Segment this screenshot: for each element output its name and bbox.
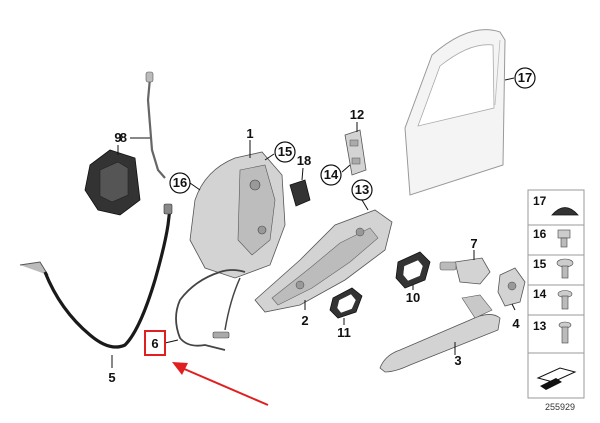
hinge-12[interactable] xyxy=(344,129,367,176)
document-id: 255929 xyxy=(545,402,575,412)
grommet-icon xyxy=(551,207,579,216)
callout-18: 18 xyxy=(297,153,311,168)
door-outline[interactable] xyxy=(404,29,506,196)
lock-rod[interactable] xyxy=(145,71,166,179)
callout-9: 9 xyxy=(114,130,121,145)
gasket-10[interactable] xyxy=(395,251,431,289)
callout-2: 2 xyxy=(301,313,308,328)
bolt-icon xyxy=(557,290,573,310)
legend-item-15: 15 xyxy=(533,257,547,271)
callout-16: 16 xyxy=(173,175,187,190)
clip-18[interactable] xyxy=(289,179,311,207)
lock-cylinder[interactable] xyxy=(439,257,491,285)
bowden-cable-6[interactable] xyxy=(175,269,246,351)
legend-item-17: 17 xyxy=(533,194,547,208)
callout-12: 12 xyxy=(350,107,364,122)
legend-item-13: 13 xyxy=(533,319,547,333)
callout-3: 3 xyxy=(454,353,461,368)
clip-icon xyxy=(557,229,571,248)
bracket[interactable] xyxy=(84,149,141,216)
legend-item-14: 14 xyxy=(533,287,547,301)
screw-small-icon xyxy=(558,321,572,344)
callout-17: 17 xyxy=(518,70,532,85)
callout-10: 10 xyxy=(406,290,420,305)
callout-7: 7 xyxy=(470,236,477,251)
callout-8: 8 xyxy=(120,130,127,145)
handle-carrier[interactable] xyxy=(254,209,393,313)
legend-panel: 17 16 15 14 13 xyxy=(527,189,585,399)
door-lock[interactable] xyxy=(189,151,286,279)
callout-1: 1 xyxy=(246,126,253,141)
highlight-box xyxy=(144,330,166,356)
callout-14: 14 xyxy=(324,167,339,182)
callout-11: 11 xyxy=(337,325,351,340)
callout-6[interactable]: 6 xyxy=(151,336,158,351)
callout-15: 15 xyxy=(278,144,292,159)
callout-13: 13 xyxy=(355,182,369,197)
callout-4: 4 xyxy=(512,316,520,331)
highlight-arrow xyxy=(172,362,269,406)
bowden-cable-5[interactable] xyxy=(19,203,173,349)
direction-arrow-icon xyxy=(536,367,577,390)
outer-handle[interactable] xyxy=(379,294,501,373)
callout-5: 5 xyxy=(108,370,115,385)
legend-item-16: 16 xyxy=(533,227,547,241)
cap-4[interactable] xyxy=(497,267,526,307)
gasket-11[interactable] xyxy=(329,287,363,319)
screw-icon xyxy=(556,258,574,279)
